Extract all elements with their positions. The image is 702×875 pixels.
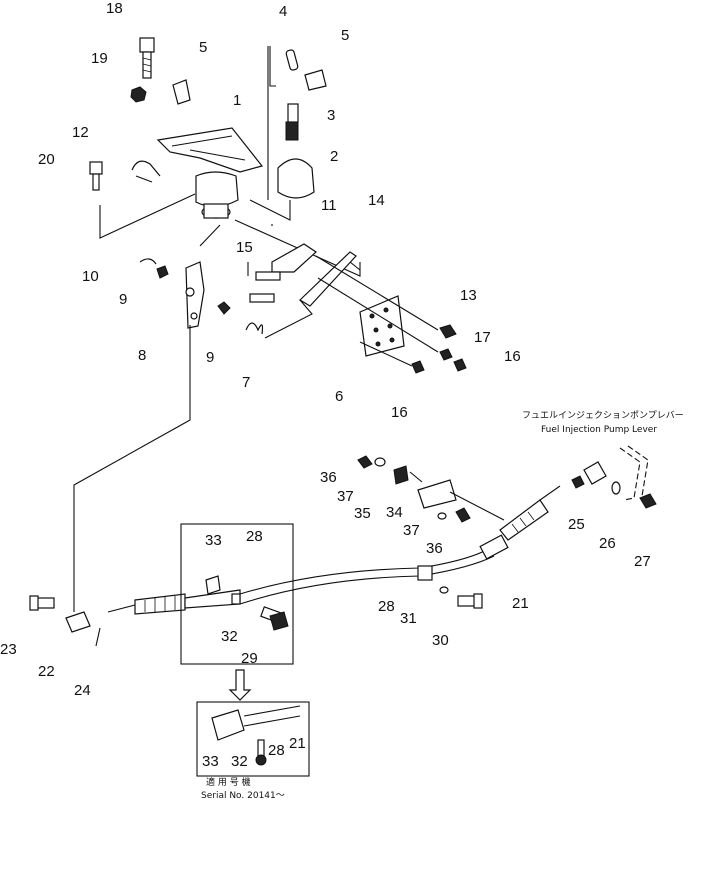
clip-5-left (172, 79, 191, 105)
callout: 35 (354, 505, 371, 522)
bracket-34 (417, 479, 457, 509)
fuel-lever-label-jp: フュエルインジェクションポンプレバー (522, 410, 684, 421)
washer-17 (439, 348, 453, 361)
inset-box-2 (196, 701, 310, 777)
callout: 14 (368, 192, 385, 209)
nut-16b (411, 360, 425, 374)
serial-note-en: Serial No. 20141～ (201, 791, 285, 801)
pin-4 (285, 49, 299, 71)
callout: 32 (221, 628, 238, 645)
callouts: 18 4 5 5 19 1 3 12 20 2 11 14 15 10 9 13… (0, 0, 651, 770)
callout: 34 (386, 504, 403, 521)
nut-13 (439, 324, 457, 339)
bolt-23 (35, 597, 55, 609)
callout: 28 (268, 742, 285, 759)
callout: 27 (634, 553, 651, 570)
callout: 3 (327, 107, 335, 124)
callout: 8 (138, 347, 146, 364)
callout: 28 (378, 598, 395, 615)
callout: 20 (38, 151, 55, 168)
callout: 32 (231, 753, 248, 770)
callout: 15 (236, 239, 253, 256)
spring-7 (245, 322, 264, 335)
serial-note-jp: 適 用 号 機 (206, 776, 251, 788)
callout: 19 (91, 50, 108, 67)
callout: 22 (38, 663, 55, 680)
callout: 5 (341, 27, 349, 44)
callout: 12 (72, 124, 89, 141)
ring-10 (139, 258, 157, 265)
callout: 16 (504, 348, 521, 365)
plate-14 (299, 251, 357, 307)
bolt-18 (139, 37, 155, 79)
rod-end-3 (285, 103, 299, 141)
callout: 37 (337, 488, 354, 505)
arrow-down (228, 669, 252, 701)
callout: 4 (279, 3, 287, 20)
fuel-lever-label-en: Fuel Injection Pump Lever (541, 425, 657, 435)
pin-24 (95, 627, 101, 647)
callout: 33 (205, 532, 222, 549)
callout: 11 (321, 197, 337, 214)
callout: 23 (0, 641, 17, 658)
callout: 5 (199, 39, 207, 56)
nut-19 (130, 86, 147, 103)
callout: 30 (432, 632, 449, 649)
callout: 21 (512, 595, 529, 612)
callout: 18 (106, 0, 123, 17)
clip-5-right (304, 69, 327, 91)
nut-16a (453, 358, 467, 372)
callout: 25 (568, 516, 585, 533)
boot-2 (277, 158, 315, 199)
callout: 28 (246, 528, 263, 545)
block-22 (65, 611, 91, 633)
nut-9a (156, 265, 169, 279)
cable-assembly (29, 445, 657, 777)
bracket-11 (271, 243, 317, 273)
callout: 13 (460, 287, 477, 304)
callout: 9 (206, 349, 214, 366)
bolt-20 (89, 161, 103, 191)
callout: 10 (82, 268, 99, 285)
callout: 36 (320, 469, 337, 486)
captions: フュエルインジェクションポンプレバー Fuel Injection Pump L… (201, 410, 684, 801)
callout: 26 (599, 535, 616, 552)
bolt-15b (249, 293, 275, 303)
callout: 21 (289, 735, 306, 752)
pedal-assembly (89, 37, 361, 277)
callout: 16 (391, 404, 408, 421)
bolt-15a (255, 271, 281, 281)
lever-bracket-assembly (73, 243, 467, 612)
callout: 24 (74, 682, 91, 699)
callout: 36 (426, 540, 443, 557)
callout: 31 (400, 610, 417, 627)
inset-box-1 (180, 523, 294, 665)
nut-9b (217, 301, 231, 315)
callout: 1 (233, 92, 241, 109)
u-bolt-12 (131, 160, 161, 177)
callout: 29 (241, 650, 258, 667)
callout: 33 (202, 753, 219, 770)
callout: 37 (403, 522, 420, 539)
callout: 6 (335, 388, 343, 405)
lever-8 (185, 261, 205, 329)
callout: 17 (474, 329, 491, 346)
pedal-1 (156, 127, 264, 219)
callout: 2 (330, 148, 338, 165)
callout: 9 (119, 291, 127, 308)
callout: 7 (242, 374, 250, 391)
